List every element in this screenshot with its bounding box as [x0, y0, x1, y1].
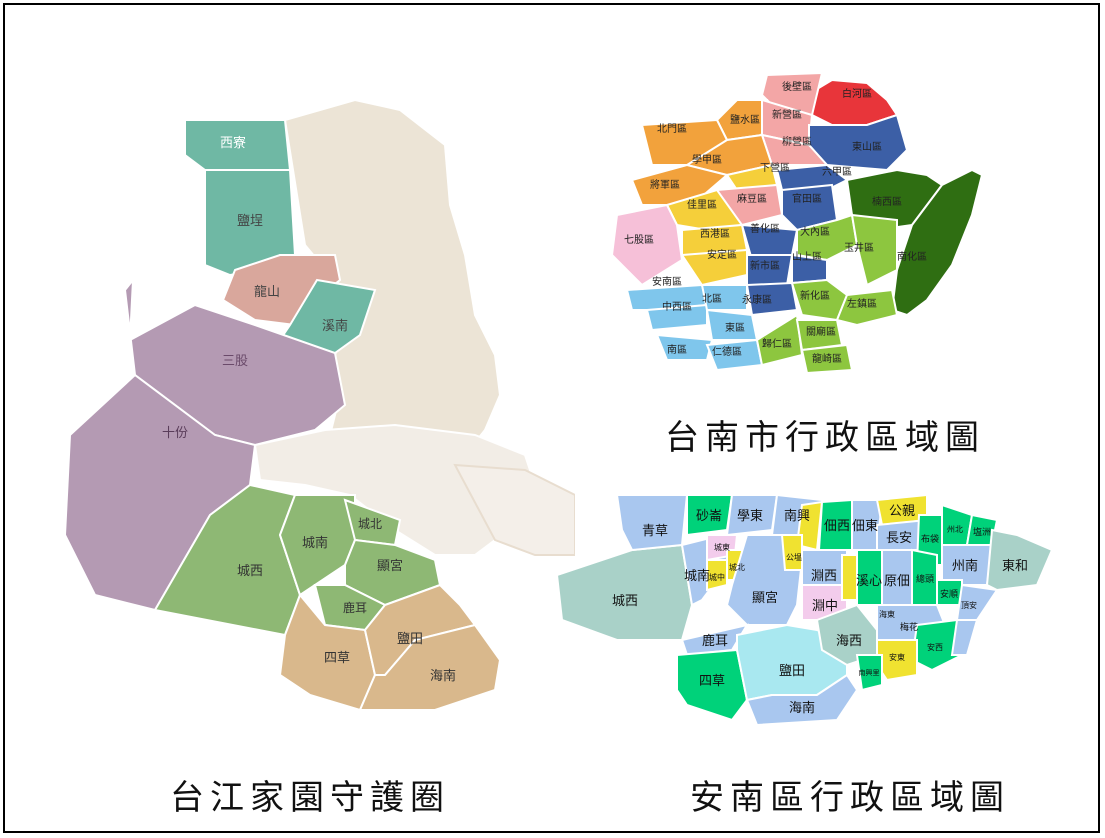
label-xuedong: 學東	[737, 508, 763, 524]
label-yanzhou: 塩洲	[973, 526, 991, 538]
label-jiangjun: 將軍區	[650, 178, 680, 191]
label-shalun: 砂崙	[696, 509, 722, 524]
label-yanshui: 鹽水區	[730, 113, 760, 126]
label-nanhua: 南化區	[897, 250, 927, 263]
label-yongkang: 永康區	[742, 293, 772, 306]
label-zuozhen: 左鎮區	[847, 297, 877, 310]
label-gongwen: 公塭	[786, 552, 802, 562]
label-chengnan: 城南	[302, 535, 328, 551]
label-xiaying: 下營區	[760, 161, 790, 174]
label-xigang: 西港區	[700, 228, 730, 240]
label-bei: 北區	[702, 293, 722, 305]
label-xinhua: 新化區	[800, 289, 830, 302]
label-sangu: 三股	[222, 354, 248, 369]
label-sicao: 四草	[324, 651, 350, 666]
label-yuanxi: 淵西	[811, 569, 837, 584]
label-diandong: 佃東	[852, 518, 878, 534]
label-longqi: 龍崎區	[812, 352, 842, 365]
label-yuandian: 原佃	[884, 574, 910, 589]
label-zhounan: 州南	[952, 558, 978, 574]
label-chengnan: 城南	[684, 568, 710, 584]
label-yuanzhong: 淵中	[812, 599, 838, 614]
figure-frame	[3, 3, 1100, 833]
label-anshun: 安順	[940, 588, 958, 600]
label-luer: 鹿耳	[343, 600, 367, 615]
label-guantian: 官田區	[792, 192, 822, 205]
label-xinan: 溪南	[322, 318, 348, 334]
label-chengbei: 城北	[358, 517, 382, 531]
label-longshan: 龍山	[254, 284, 280, 300]
label-guanmiao: 關廟區	[806, 325, 836, 338]
label-baihe: 白河區	[842, 87, 872, 100]
label-shanshang: 山上區	[792, 251, 822, 263]
label-chengbei: 城北	[729, 563, 745, 572]
label-xixin: 溪心	[856, 574, 882, 589]
label-andong: 安東	[889, 652, 905, 662]
label-dong: 東區	[725, 321, 745, 334]
label-rende: 仁德區	[712, 345, 742, 358]
label-danei: 大內區	[800, 225, 830, 238]
label-annan: 安南區	[652, 275, 682, 288]
label-yantian: 鹽田	[779, 664, 805, 679]
taijiang-map: 西寮 鹽埕 龍山 溪南 三股 十份 城西 城南 城北 顯宮 鹿耳 四草 鹽田 海…	[63, 98, 575, 712]
label-hainan: 海南	[430, 668, 456, 684]
tainan-map: 後壁區 白河區 鹽水區 新營區 北門區 柳營區 東山區 學甲區 下營區 六甲區 …	[597, 55, 982, 395]
label-chengxi: 城西	[237, 564, 263, 579]
label-chengzhong: 城中	[709, 572, 725, 582]
label-qigu: 七股區	[624, 234, 654, 246]
label-zongtou: 總頭	[916, 573, 934, 585]
label-nanxi: 楠西區	[872, 195, 902, 208]
label-yanliao: 鹽埕	[237, 213, 263, 229]
label-xinying: 新營區	[772, 108, 802, 121]
label-liujia: 六甲區	[822, 166, 852, 178]
label-anding: 安定區	[707, 248, 737, 261]
label-xinshi: 新市區	[750, 259, 780, 272]
label-meihua: 梅花	[900, 621, 918, 633]
label-shifen: 十份	[162, 426, 188, 441]
region-chengnan	[278, 494, 356, 597]
background-district-east	[453, 463, 575, 556]
annan-labels: 青草 砂崙 學東 南興 佃西 佃東 公親 長安 布袋 州北 塩洲 州南 東和 城…	[612, 504, 1028, 716]
tainan-labels: 後壁區 白河區 鹽水區 新營區 北門區 柳營區 東山區 學甲區 下營區 六甲區 …	[624, 80, 927, 365]
label-yujing: 玉井區	[844, 241, 874, 254]
label-guiren: 歸仁區	[762, 337, 792, 350]
label-nan: 南區	[667, 343, 687, 356]
label-xiangong: 顯宮	[752, 590, 778, 606]
label-zhoubei: 州北	[947, 525, 963, 534]
label-yantian: 鹽田	[397, 632, 423, 647]
annan-map: 青草 砂崙 學東 南興 佃西 佃東 公親 長安 布袋 州北 塩洲 州南 東和 城…	[557, 493, 1052, 727]
label-nanxingli: 南興里	[859, 668, 880, 677]
label-liuying: 柳營區	[782, 135, 812, 148]
label-haixi: 海西	[836, 634, 862, 649]
region-hainan	[358, 623, 502, 711]
label-donghe: 東和	[1002, 558, 1028, 574]
label-chengdong: 城東	[714, 542, 730, 552]
label-luer: 鹿耳	[702, 633, 728, 649]
label-shanhua: 善化區	[750, 222, 780, 235]
label-dingan: 頂安	[961, 600, 977, 610]
label-beimen: 北門區	[657, 123, 687, 135]
label-xiangong: 顯宮	[377, 558, 403, 574]
label-dianxi: 佃西	[824, 519, 850, 534]
label-chengxi: 城西	[612, 594, 638, 609]
label-hainan: 海南	[789, 700, 815, 716]
label-changan: 長安	[886, 531, 912, 546]
label-budai: 布袋	[921, 533, 939, 545]
label-nanxing: 南興	[784, 508, 810, 524]
label-haidong: 海東	[879, 609, 895, 619]
label-xiliao: 西寮	[220, 135, 246, 151]
caption-tainan: 台南市行政區域圖	[665, 418, 985, 458]
label-madou: 麻豆區	[737, 192, 767, 205]
label-xuejia: 學甲區	[692, 153, 722, 166]
label-dongshan: 東山區	[852, 140, 882, 153]
caption-annan: 安南區行政區域圖	[690, 778, 1010, 818]
caption-taijiang: 台江家園守護圈	[170, 778, 450, 818]
label-sicao: 四草	[699, 674, 725, 689]
label-qingcao: 青草	[642, 524, 668, 539]
label-houbi: 後壁區	[782, 80, 812, 93]
label-jiali: 佳里區	[687, 198, 717, 211]
label-anxi: 安西	[927, 642, 943, 652]
label-zhongxi: 中西區	[662, 300, 692, 313]
label-gongqin: 公親	[889, 504, 915, 519]
